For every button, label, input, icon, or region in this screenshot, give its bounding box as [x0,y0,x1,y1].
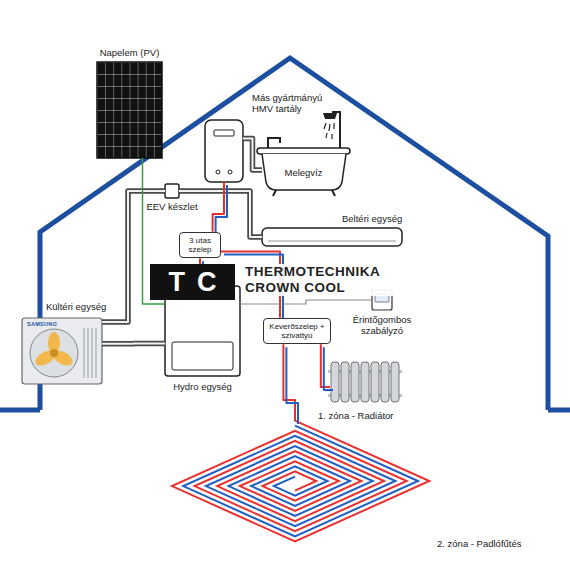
tank-body [205,120,243,182]
box-label: 3 utas szelep [184,236,216,254]
hydro-panel [172,342,233,370]
part-label: EEV készlet [145,201,199,212]
pipe-connector [102,343,165,344]
flow-pipe [321,344,330,387]
mixing-valve-box: Keverőszelep + szivattyú [263,318,331,344]
shower-head [323,113,337,119]
bathtub: Melegvíz [262,150,345,190]
outdoor-unit-body [22,318,102,384]
tub-rim [257,148,350,154]
box-label: Keverőszelep + szivattyú [268,322,326,340]
radiator-fin [361,362,369,402]
floor-pipe-return [172,426,418,537]
pipe-core [243,139,262,170]
eev-box [165,184,179,198]
part-label: 1. zóna - Radiátor [318,410,418,421]
pipe-connector [283,344,298,424]
part-label: Beltéri egység [342,213,422,224]
ground-line [0,408,570,413]
part-label: Más gyártmányú HMV tartály [252,92,334,115]
house-outline [40,58,548,410]
brand-mark: SAMSUNG [27,322,57,328]
tap [268,138,280,148]
indoor-unit: Beltéri egység [262,228,402,246]
radiator-fin [381,362,389,402]
tub-feet [273,190,335,196]
logo-mark: TC [150,264,235,300]
return-pipe [216,185,227,235]
radiator-fin [391,362,399,402]
eev-kit: EEV készlet [165,184,179,198]
floor-heating: 2. zóna - Padlófűtés [161,421,429,541]
radiator-fin [341,362,349,402]
pipe-connector [240,300,372,304]
water-drops [324,123,334,139]
part-label: Melegvíz [262,167,345,178]
outdoor-unit: Kültéri egység [22,318,102,384]
pipe-connector [321,344,333,390]
pipe-core [102,343,165,345]
pipe-connector [213,182,227,235]
tank-port [216,170,220,174]
valve-box: 3 utas szelep [179,232,221,258]
part-label: Hydro egység [160,381,245,392]
return-pipe [286,347,298,424]
pipe-casing [102,341,165,347]
pipe-casing [243,139,262,170]
radiator: 1. zóna - Radiátor [330,360,400,405]
tank-display [214,130,234,136]
pipe-connector [243,139,262,170]
fan-blades [33,332,75,369]
indoor-unit-vent [268,241,396,242]
part-label: Napelem (PV) [77,47,182,58]
floor-loop [161,421,430,542]
pv-panel [97,62,162,158]
radiator-fin [351,362,359,402]
radiator-body [328,362,402,402]
indoor-unit-body [262,228,402,246]
hot-water-tank: Más gyártmányú HMV tartály [205,120,243,182]
flow-pipe [213,182,224,232]
radiator-fin [371,362,379,402]
flow-pipe [283,344,295,421]
return-pipe [324,347,333,390]
part-label: Érintőgombos szabályzó [347,314,417,337]
control-cable [240,300,372,304]
tub-body [262,154,346,190]
solar-panel: Napelem (PV) [97,62,162,158]
fan-ring [30,329,78,377]
watermark: THERMOTECHNIKA CROWN COOL [245,264,395,296]
outdoor-grille [84,328,96,378]
part-label: Kültéri egység [46,301,126,312]
tank-port [228,170,232,174]
radiator-fin [331,362,339,402]
part-label: 2. zóna - Padlófűtés [437,538,555,549]
floor-pipe-flow [161,421,430,542]
